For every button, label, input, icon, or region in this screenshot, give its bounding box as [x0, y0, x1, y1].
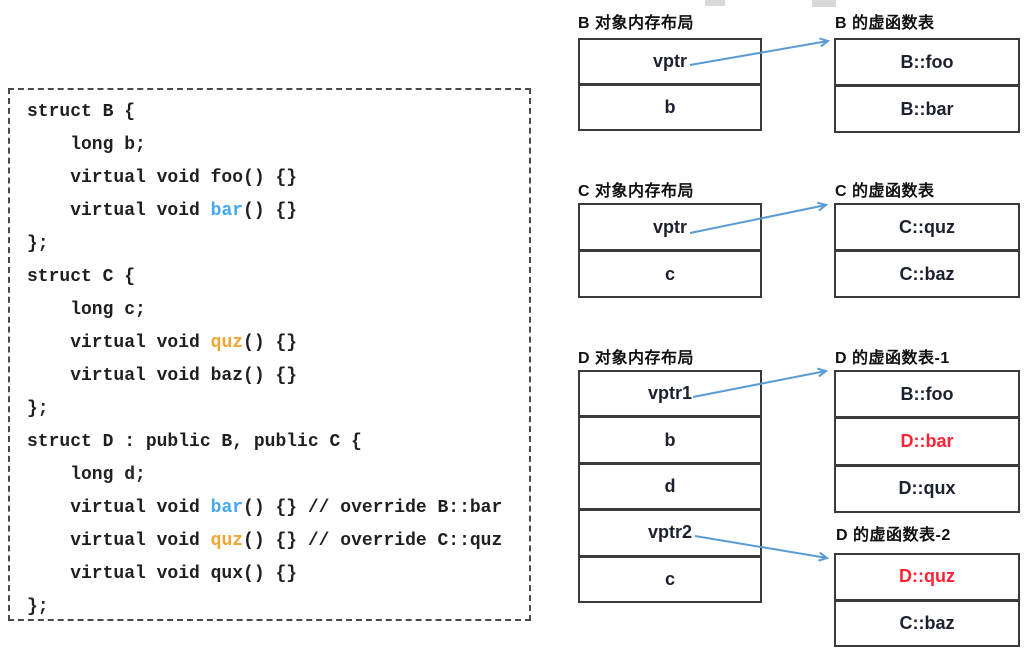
c-vtable: C::quz C::baz [834, 203, 1020, 298]
table-cell-vptr: vptr [652, 216, 687, 237]
d-vtable-2: D::quz C::baz [834, 553, 1020, 647]
b-vtable: B::foo B::bar [834, 38, 1020, 133]
table-cell-vptr2: vptr2 [580, 508, 760, 554]
code-line: }; [27, 597, 49, 617]
d-memory-layout-label: D 对象内存布局 [578, 350, 695, 367]
table-cell-b-bar: B::bar [836, 84, 1018, 131]
code-line: virtual void quz() {} [27, 333, 298, 353]
b-memory-table: vptr b [578, 38, 762, 131]
table-cell-c-baz: C::baz [836, 249, 1018, 296]
scan-artifact [705, 0, 725, 6]
code-line: struct B { [27, 102, 136, 122]
code-line: struct C { [27, 267, 136, 287]
scan-artifact [812, 0, 836, 7]
table-cell-b: b [580, 415, 760, 461]
table-cell-c-quz: C::quz [899, 216, 955, 237]
table-cell-vptr1: vptr1 [647, 383, 692, 404]
code-line: virtual void qux() {} [27, 564, 298, 584]
table-cell-b-foo: B::foo [900, 383, 954, 404]
code-line: virtual void bar() {} // override B::bar [27, 498, 503, 518]
table-cell-d-bar: D::bar [836, 416, 1018, 463]
code-line: }; [27, 234, 49, 254]
d-vtable2-label: D 的虚函数表-2 [836, 527, 951, 544]
code-line: virtual void baz() {} [27, 366, 298, 386]
code-line: long d; [27, 465, 146, 485]
table-cell-d-qux: D::qux [836, 463, 1018, 511]
c-memory-table: vptr c [578, 203, 762, 298]
code-line: virtual void quz() {} // override C::quz [27, 531, 503, 551]
table-cell-d: d [580, 461, 760, 508]
d-memory-table: vptr1 b d vptr2 c [578, 370, 762, 603]
code-line: long c; [27, 300, 146, 320]
code-line: struct D : public B, public C { [27, 432, 362, 452]
d-vtable1-label: D 的虚函数表-1 [835, 350, 950, 367]
table-cell-vptr: vptr [652, 51, 687, 71]
code-line: long b; [27, 135, 146, 155]
code-line: virtual void bar() {} [27, 201, 298, 221]
table-cell-b: b [580, 83, 760, 129]
code-line: virtual void foo() {} [27, 168, 298, 188]
b-vtable-label: B 的虚函数表 [835, 15, 935, 32]
c-memory-layout-label: C 对象内存布局 [578, 183, 695, 200]
table-cell-c: c [580, 554, 760, 601]
table-cell-b-foo: B::foo [900, 51, 954, 72]
cpp-code-lines: struct B { long b; virtual void foo() {}… [10, 90, 529, 624]
cpp-code-panel: struct B { long b; virtual void foo() {}… [8, 88, 531, 621]
table-cell-c: c [580, 249, 760, 296]
b-memory-layout-label: B 对象内存布局 [578, 15, 695, 32]
code-line: }; [27, 399, 49, 419]
c-vtable-label: C 的虚函数表 [835, 183, 935, 200]
table-cell-d-quz: D::quz [899, 566, 955, 587]
table-cell-c-baz: C::baz [836, 598, 1018, 646]
d-vtable-1: B::foo D::bar D::qux [834, 370, 1020, 513]
